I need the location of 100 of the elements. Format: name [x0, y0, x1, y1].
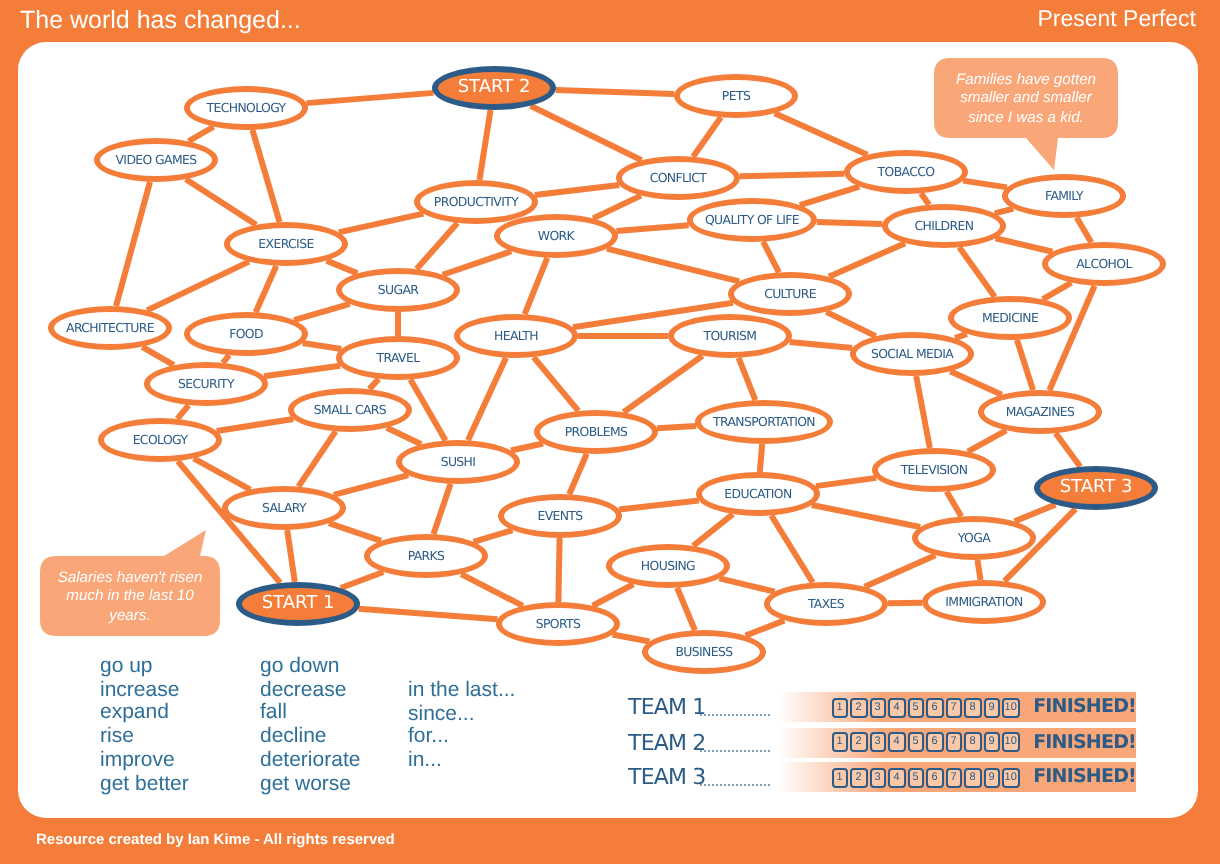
connector-line — [476, 109, 494, 181]
connector-line — [113, 181, 153, 307]
team-name: TEAM 2 — [628, 729, 700, 755]
connector-line — [606, 245, 740, 285]
word: improve — [100, 749, 177, 774]
connector-line — [441, 248, 513, 278]
word: get worse — [260, 773, 354, 797]
word: in... — [408, 750, 444, 774]
connector-line — [510, 440, 544, 454]
connector-line — [773, 110, 869, 158]
connector-line — [252, 264, 280, 314]
subtitle: Present Perfect — [1037, 8, 1196, 32]
connector-line — [465, 356, 509, 442]
connector-line — [295, 429, 339, 489]
connector-line — [306, 89, 434, 107]
connector-line — [1002, 506, 1078, 584]
connector-line — [1014, 338, 1036, 392]
word: deteriorate — [260, 749, 361, 774]
word: fall — [260, 702, 289, 726]
connector-line — [302, 339, 342, 353]
connector-line — [768, 513, 816, 585]
connector-line — [175, 403, 191, 421]
connector-line — [175, 459, 283, 585]
connector-line — [918, 191, 932, 207]
connector-line — [572, 299, 734, 331]
connector-line — [1046, 284, 1098, 392]
connector-line — [327, 520, 383, 544]
connector-line — [414, 221, 460, 271]
connector-line — [789, 338, 853, 352]
connector-line — [145, 258, 251, 314]
connector-line — [337, 210, 425, 236]
connector-line — [358, 605, 498, 623]
connector-line — [815, 474, 877, 490]
connector-line — [578, 333, 668, 339]
word: increase — [100, 679, 182, 702]
connector-line — [216, 415, 294, 435]
team-name: TEAM 3 — [628, 764, 700, 790]
connector-line — [816, 219, 883, 228]
connector-line — [656, 423, 697, 432]
connector-line — [521, 256, 551, 316]
connector-line — [994, 235, 1054, 255]
word: go up — [100, 656, 155, 680]
connector-line — [824, 309, 878, 339]
connector-line — [284, 529, 298, 583]
word: rise — [100, 726, 136, 750]
team-name: TEAM 1 — [628, 694, 700, 720]
connector-line — [798, 183, 861, 208]
connector-line — [756, 443, 766, 473]
connector-line — [739, 170, 845, 180]
connector-line — [1053, 431, 1083, 469]
connector-line — [618, 497, 700, 513]
connector-line — [616, 222, 689, 235]
finished-label: FINISHED! — [1033, 696, 1136, 718]
connector-line — [430, 482, 454, 536]
connector-line — [674, 586, 698, 632]
connector-line — [395, 312, 401, 336]
connector-line — [184, 176, 258, 228]
connector-line — [827, 240, 907, 280]
connector-line — [459, 571, 525, 609]
connector-line — [339, 569, 385, 591]
connector-line — [1041, 280, 1073, 302]
connector-line — [140, 344, 176, 368]
connector-line — [555, 87, 675, 97]
finished-label: FINISHED! — [1033, 766, 1136, 788]
connector-line — [913, 375, 933, 449]
connector-line — [962, 177, 1008, 191]
connector-line — [944, 490, 964, 518]
connector-line — [531, 355, 581, 413]
connector-line — [718, 575, 776, 595]
connector-line — [760, 240, 782, 274]
connector-line — [735, 356, 759, 402]
connector-line — [611, 631, 651, 645]
word: decrease — [260, 679, 349, 702]
title: The world has changed... — [20, 6, 301, 34]
connector-line — [691, 511, 735, 549]
connector-line — [534, 182, 620, 198]
connector-line — [887, 599, 923, 607]
connector-line — [566, 452, 590, 496]
word: decline — [260, 726, 329, 750]
connector-line — [591, 192, 643, 222]
connector-line — [293, 301, 351, 323]
word: go down — [260, 656, 342, 680]
word: for... — [408, 726, 451, 750]
connector-line — [325, 257, 359, 277]
connector-line — [407, 378, 449, 442]
connector-line — [690, 115, 724, 159]
connector-line — [863, 552, 937, 590]
word: get better — [100, 773, 189, 797]
connector-line — [591, 581, 635, 609]
connector-line — [974, 559, 984, 581]
connector-line — [529, 103, 643, 163]
connector-line — [555, 537, 563, 603]
finished-label: FINISHED! — [1033, 731, 1136, 753]
connector-line — [949, 368, 1003, 398]
connector-line — [385, 425, 423, 447]
connector-line — [1074, 216, 1094, 244]
connector-line — [811, 502, 921, 530]
word: expand — [100, 702, 171, 726]
word: since... — [408, 703, 477, 726]
connector-line — [621, 353, 705, 415]
